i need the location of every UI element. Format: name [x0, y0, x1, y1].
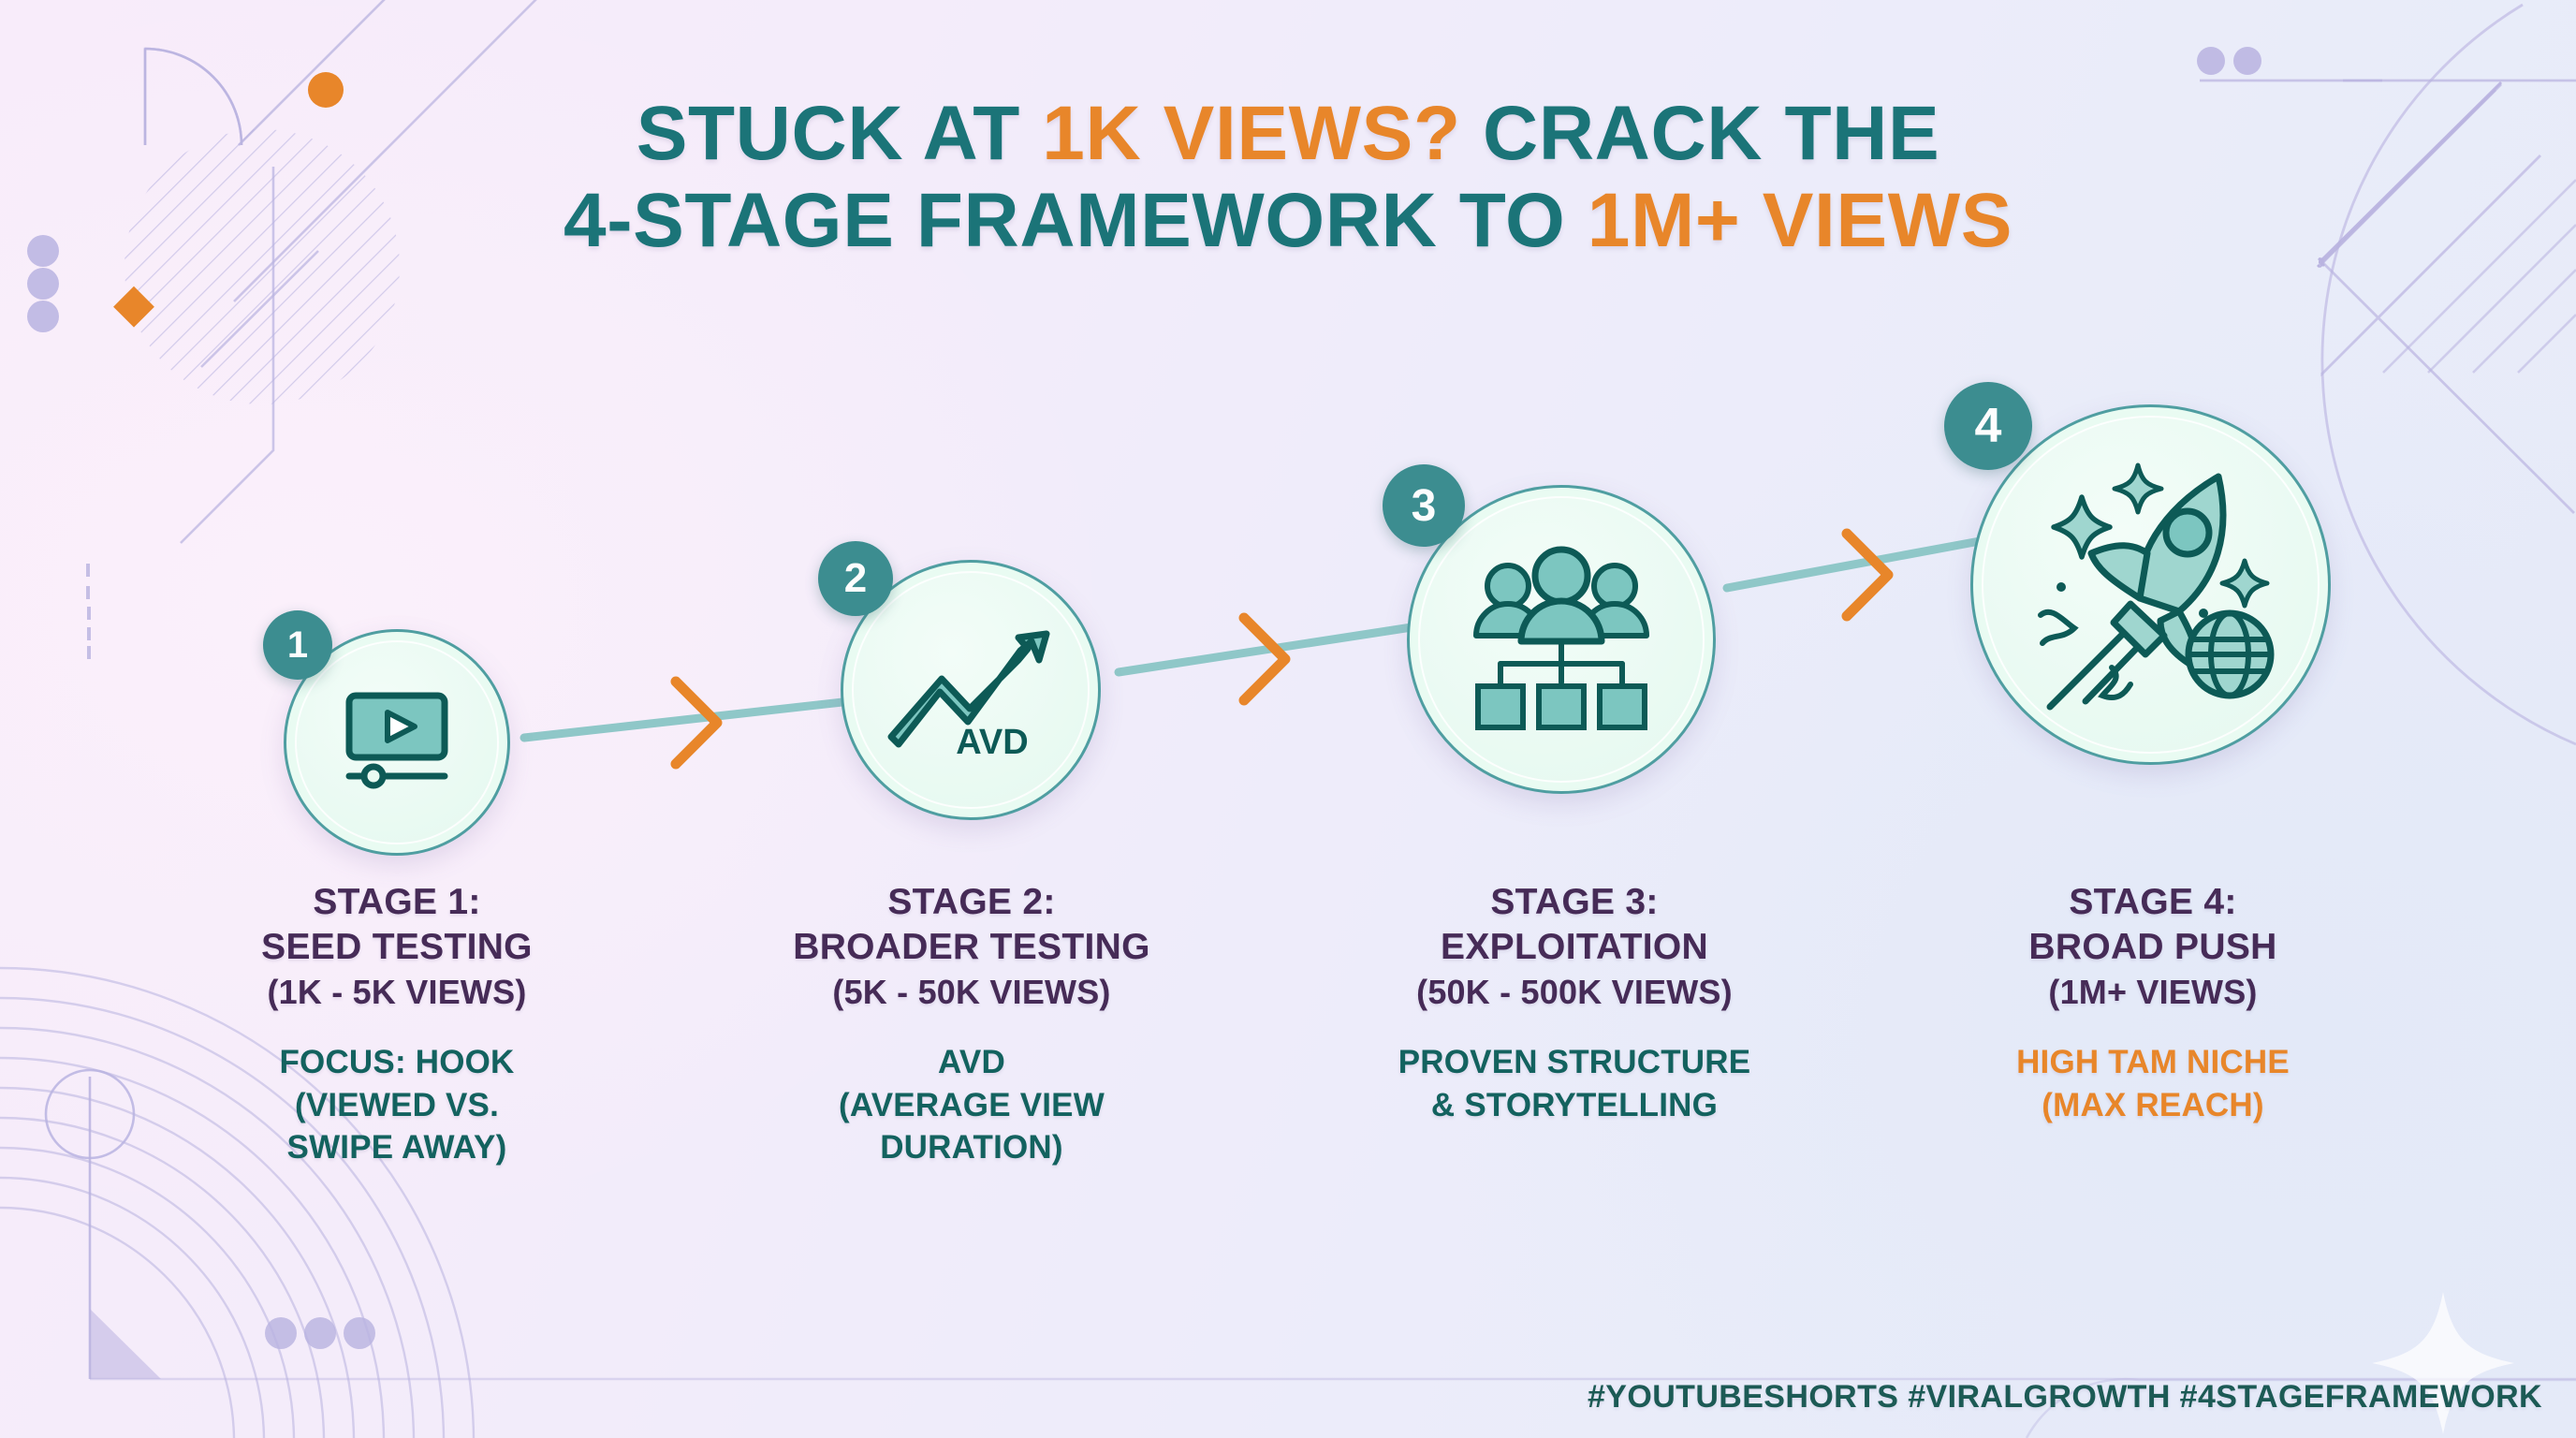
striped-circle-decoration	[124, 129, 400, 404]
title-part-2b: 1M+ VIEWS	[1587, 178, 2013, 264]
stage-name-3: EXPLOITATION	[1441, 927, 1708, 968]
stage-node-2[interactable]: 2 AVD	[818, 541, 1101, 820]
focus-line: PROVEN STRUCTURE	[1398, 1044, 1751, 1081]
focus-line: & STORYTELLING	[1430, 1086, 1719, 1123]
stage-caption-1: STAGE 1: SEED TESTING (1K - 5K VIEWS) FO…	[150, 880, 644, 1169]
stage-node-3[interactable]: 3	[1383, 464, 1716, 794]
stage-number-4: 4	[1974, 399, 2002, 453]
dash-column-decoration	[86, 564, 91, 659]
chevron-right-icon	[1238, 612, 1291, 706]
stage-number-2: 2	[843, 555, 868, 601]
growth-arrow-icon: AVD	[841, 560, 1101, 820]
stage-range-2: (5K - 50K VIEWS)	[832, 972, 1111, 1011]
focus-line: FOCUS: HOOK	[279, 1044, 515, 1081]
title-part-1a: STUCK AT	[636, 91, 1043, 176]
stage-focus-1: FOCUS: HOOK (VIEWED VS. SWIPE AWAY)	[150, 1041, 644, 1169]
stage-focus-3: PROVEN STRUCTURE & STORYTELLING	[1299, 1041, 1850, 1126]
stage-title-3: STAGE 3:	[1490, 882, 1659, 922]
stage-range-4: (1M+ VIEWS)	[2048, 972, 2258, 1011]
stage-name-4: BROAD PUSH	[2028, 927, 2277, 968]
focus-line: (AVERAGE VIEW	[839, 1086, 1105, 1123]
stage-title-1: STAGE 1:	[313, 882, 481, 922]
concentric-arcs-decoration	[0, 966, 476, 1438]
dot-decoration	[2197, 47, 2225, 75]
focus-line: HIGH TAM NICHE	[2016, 1044, 2290, 1081]
stage-node-1[interactable]: 1	[263, 610, 510, 856]
stage-focus-2: AVD (AVERAGE VIEW DURATION)	[719, 1041, 1224, 1169]
hashtag-footer: #YOUTUBESHORTS #VIRALGROWTH #4STAGEFRAME…	[1587, 1379, 2542, 1415]
focus-line: (MAX REACH)	[2042, 1086, 2264, 1123]
stage-number-1: 1	[286, 624, 309, 666]
stage-badge-4: 4	[1944, 382, 2032, 470]
chevron-right-icon	[670, 676, 723, 770]
stage-circle-2	[841, 560, 1101, 820]
stage-title-2: STAGE 2:	[887, 882, 1056, 922]
stage-badge-2: 2	[818, 541, 893, 616]
dot-decoration	[265, 1317, 297, 1349]
stage-badge-1: 1	[263, 610, 332, 680]
title-line-1: STUCK AT 1K VIEWS? CRACK THE	[0, 90, 2576, 177]
focus-line: AVD	[938, 1044, 1005, 1081]
connector-line	[1722, 536, 1984, 593]
stage-range-3: (50K - 500K VIEWS)	[1416, 972, 1733, 1011]
triangle-decoration	[90, 1309, 161, 1379]
page-title: STUCK AT 1K VIEWS? CRACK THE 4-STAGE FRA…	[0, 90, 2576, 265]
avd-icon-label: AVD	[956, 723, 1028, 762]
focus-line: DURATION)	[880, 1129, 1063, 1167]
stage-caption-3: STAGE 3: EXPLOITATION (50K - 500K VIEWS)…	[1299, 880, 1850, 1126]
focus-line: (VIEWED VS.	[294, 1086, 500, 1123]
title-part-1b: 1K VIEWS?	[1042, 91, 1461, 176]
stage-caption-2: STAGE 2: BROADER TESTING (5K - 50K VIEWS…	[719, 880, 1224, 1169]
audience-hierarchy-icon	[1407, 485, 1716, 794]
sparkle-decoration	[2372, 1292, 2514, 1434]
chevron-right-icon	[1841, 528, 1894, 622]
title-part-2a: 4-STAGE FRAMEWORK TO	[563, 178, 1588, 264]
video-player-icon	[284, 629, 510, 856]
stage-title-4: STAGE 4:	[2069, 882, 2237, 922]
orange-dot-decoration	[308, 72, 344, 108]
title-line-2: 4-STAGE FRAMEWORK TO 1M+ VIEWS	[0, 177, 2576, 264]
title-part-1c: CRACK THE	[1460, 91, 1940, 176]
corner-stripes-decoration	[2382, 179, 2576, 374]
connector-line	[1114, 623, 1416, 677]
stage-name-2: BROADER TESTING	[793, 927, 1150, 968]
stage-node-4[interactable]: 4	[1944, 382, 2331, 765]
stage-circle-3	[1407, 485, 1716, 794]
focus-line: SWIPE AWAY)	[286, 1129, 507, 1167]
rocket-globe-icon	[1970, 404, 2331, 765]
stage-number-3: 3	[1411, 480, 1437, 531]
connector-line	[520, 697, 847, 742]
stage-badge-3: 3	[1383, 464, 1465, 547]
stage-caption-4: STAGE 4: BROAD PUSH (1M+ VIEWS) HIGH TAM…	[1900, 880, 2406, 1126]
stage-range-1: (1K - 5K VIEWS)	[267, 972, 527, 1011]
stage-focus-4: HIGH TAM NICHE (MAX REACH)	[1900, 1041, 2406, 1126]
stage-name-1: SEED TESTING	[261, 927, 533, 968]
dot-decoration	[27, 235, 59, 267]
